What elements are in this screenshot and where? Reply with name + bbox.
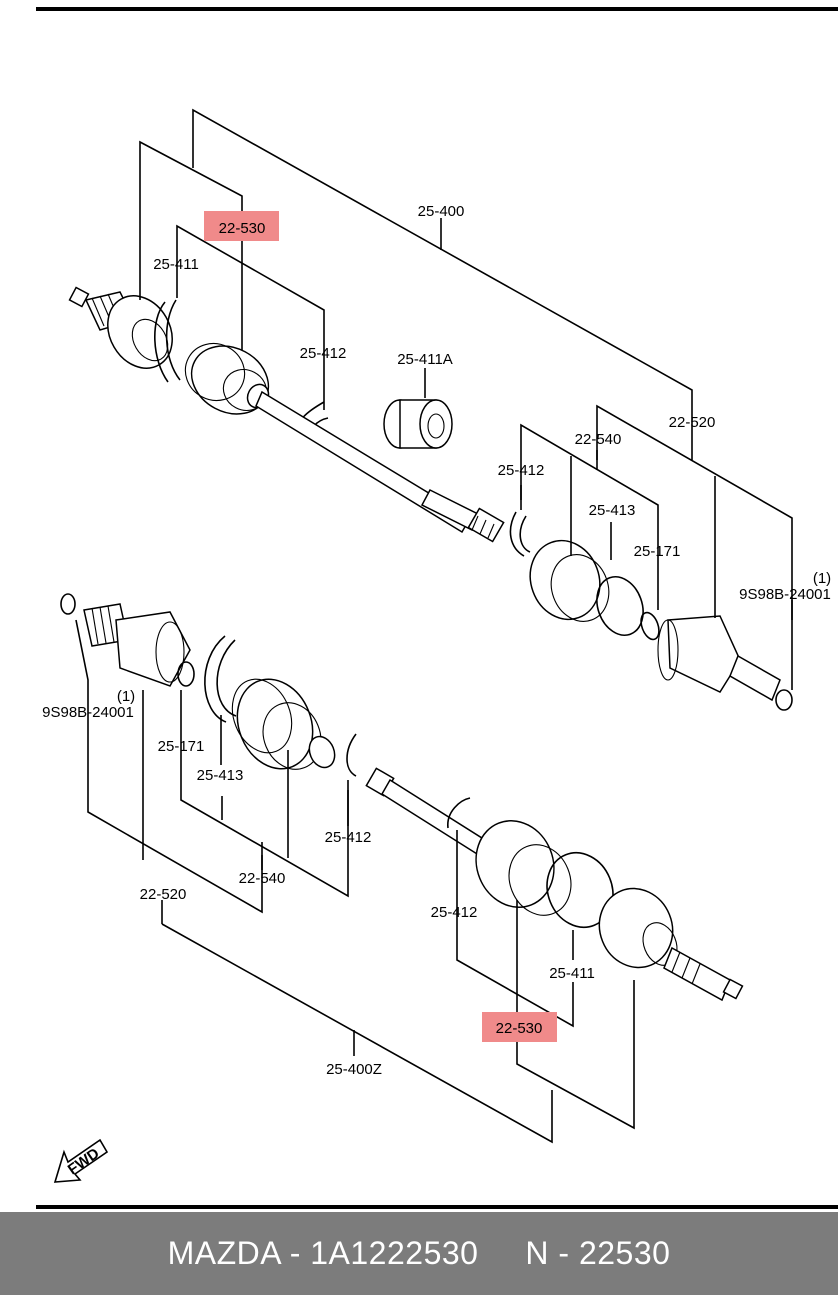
highlight-22-530-bottom <box>482 1012 557 1042</box>
footer-part-number: MAZDA - 1A1222530 N - 22530 <box>167 1235 671 1271</box>
label-9s98b-left: 9S98B-24001 <box>42 704 134 721</box>
label-25-412-d: 25-412 <box>431 904 478 921</box>
label-25-412-b: 25-412 <box>498 462 545 479</box>
label-25-171-top: 25-171 <box>634 543 681 560</box>
label-9s98b-left-qty: (1) <box>117 688 135 705</box>
label-25-413-top: 25-413 <box>589 502 636 519</box>
bottom-shaft-assembly <box>60 593 744 1002</box>
label-25-412-a: 25-412 <box>300 345 347 362</box>
part-labels: 22-530 25-411 25-400 25-412 25-411A 22-5… <box>42 203 831 1078</box>
label-25-411-bottom: 25-411 <box>549 965 595 982</box>
label-25-412-c: 25-412 <box>325 829 372 846</box>
label-25-400z: 25-400Z <box>326 1061 382 1078</box>
label-22-530-top: 22-530 <box>219 220 266 237</box>
forward-arrow-icon: FWD <box>53 1138 109 1183</box>
top-shaft-assembly <box>68 286 793 711</box>
label-9s98b-right-qty: (1) <box>813 570 831 587</box>
label-25-171-bottom: 25-171 <box>158 738 205 755</box>
label-22-540-top: 22-540 <box>575 431 622 448</box>
label-25-400: 25-400 <box>418 203 465 220</box>
label-9s98b-right: 9S98B-24001 <box>739 586 831 603</box>
label-22-540-bottom: 22-540 <box>239 870 286 887</box>
leader-lines <box>75 108 793 1144</box>
label-25-411a: 25-411A <box>397 351 453 368</box>
label-25-413-bottom: 25-413 <box>197 767 244 784</box>
label-22-520-top: 22-520 <box>669 414 716 431</box>
label-22-520-bottom: 22-520 <box>140 886 187 903</box>
footer-bar: MAZDA - 1A1222530 N - 22530 <box>0 1212 838 1295</box>
label-25-411-top: 25-411 <box>153 256 199 273</box>
label-22-530-bottom: 22-530 <box>496 1020 543 1037</box>
frame-lines <box>36 7 838 1209</box>
highlight-22-530-top <box>204 211 279 241</box>
drive-shaft-exploded-diagram: 22-530 25-411 25-400 25-412 25-411A 22-5… <box>36 7 838 1209</box>
